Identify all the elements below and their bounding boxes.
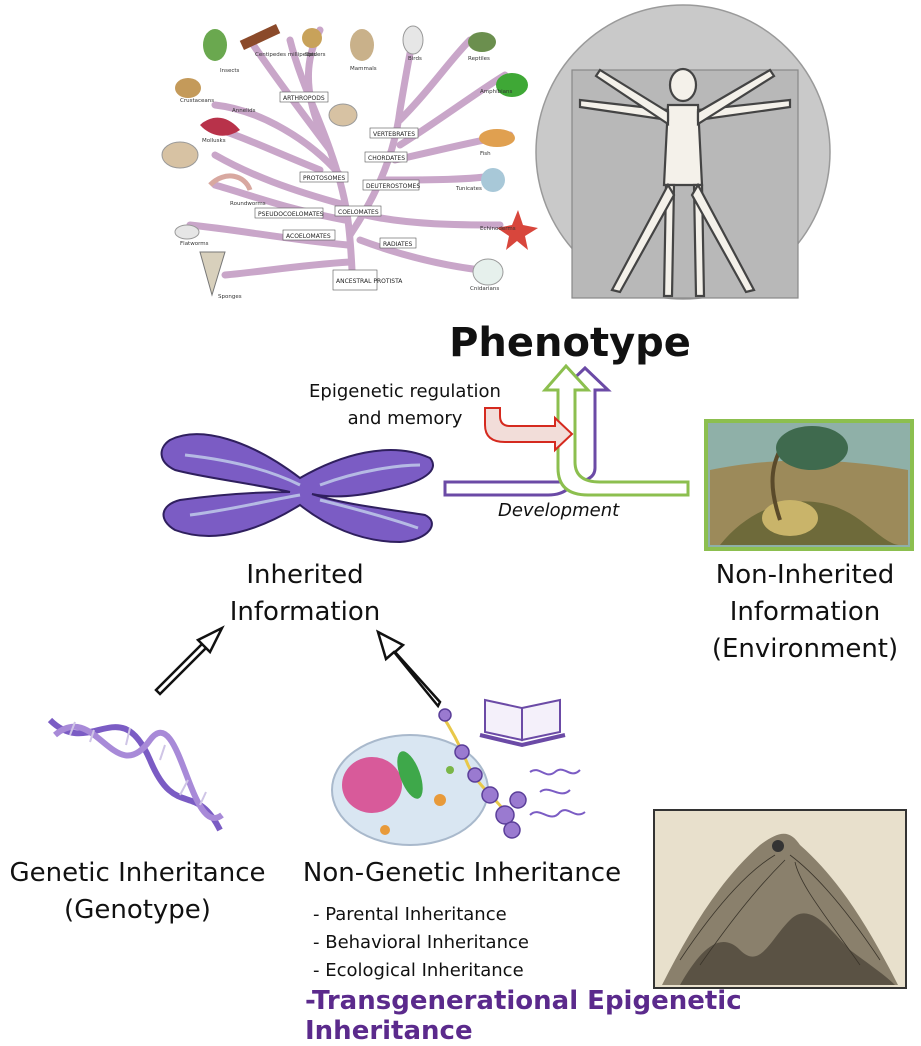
inherited-information-label: Inherited Information [195, 557, 415, 631]
organism-label: Amphibians [480, 89, 513, 95]
development-label: Development [498, 500, 620, 521]
noninherited-information-label: Non-Inherited Information (Environment) [690, 557, 920, 668]
list-item: - Ecological Inheritance [313, 960, 524, 981]
dna-helix-illustration [47, 717, 224, 832]
organism-label: Flatworms [180, 241, 209, 247]
clade-box-text: ACOELOMATES [286, 233, 331, 240]
noninherited-line-3: (Environment) [711, 634, 899, 664]
rna-squiggles-illustration [529, 768, 586, 818]
genetic-line-2: (Genotype) [64, 895, 211, 925]
epigenetic-landscape-engraving [653, 809, 907, 989]
chromatin-fiber-illustration [438, 708, 527, 839]
organism-label: Sponges [218, 294, 242, 300]
list-item: - Behavioral Inheritance [313, 932, 529, 953]
organism-label: Birds [408, 56, 422, 62]
vitruvian-man-illustration [535, 4, 831, 300]
organism-label: Insects [220, 68, 240, 74]
organism-label: Cnidarians [470, 286, 499, 292]
organism-label: Centipedes millipedes [255, 52, 316, 58]
genetic-line-1: Genetic Inheritance [9, 858, 266, 888]
organism-label: Spiders [305, 52, 326, 58]
clade-box-text: ARTHROPODS [283, 95, 325, 102]
organism-label: Mollusks [202, 138, 226, 144]
nongenetic-inheritance-heading: Non-Genetic Inheritance [302, 858, 622, 888]
clade-box-text: DEUTEROSTOMES [366, 183, 420, 190]
epigenetic-regulation-label: Epigenetic regulation and memory [280, 378, 530, 432]
organism-label: Reptiles [468, 56, 490, 62]
nongenetic-inheritance-list: - Parental Inheritance - Behavioral Inhe… [313, 901, 633, 985]
organism-label: Tunicates [455, 186, 482, 192]
noninherited-line-2: Information [729, 597, 881, 627]
inherited-line-2: Information [229, 597, 381, 627]
book-icon [479, 698, 566, 748]
clade-box-text: VERTEBRATES [373, 131, 415, 138]
clade-box-text: PROTOSOMES [303, 175, 345, 182]
transgenerational-epigenetic-inheritance-label: -Transgenerational Epigenetic Inheritanc… [305, 986, 742, 1046]
organism-label: Echinoderms [480, 226, 516, 232]
noninherited-line-1: Non-Inherited [715, 560, 895, 590]
organism-label: Roundworms [230, 201, 266, 207]
clade-box-text: RADIATES [383, 241, 413, 248]
epigenetic-line-1: Epigenetic regulation [309, 381, 501, 402]
development-arrows [443, 363, 690, 497]
clade-box-text: CHORDATES [368, 155, 405, 162]
genetic-inheritance-label: Genetic Inheritance (Genotype) [0, 855, 275, 929]
organism-label: Fish [480, 151, 491, 157]
organism-label: Annelids [232, 108, 256, 114]
clade-box-text: PSEUDOCOELOMATES [258, 211, 324, 218]
inherited-line-1: Inherited [246, 560, 364, 590]
organism-label: Crustaceans [180, 98, 214, 104]
phenotype-heading: Phenotype [449, 320, 691, 366]
genetic-to-inherited-arrow [154, 625, 225, 696]
chromosome-illustration [160, 433, 434, 544]
environment-painting [704, 419, 914, 551]
list-item: - Parental Inheritance [313, 904, 507, 925]
epigenetic-line-2: and memory [347, 408, 463, 429]
organism-label: Mammals [350, 66, 377, 72]
clade-box-text: COELOMATES [338, 209, 379, 216]
nongenetic-to-inherited-arrow [375, 629, 442, 709]
clade-box-text: ANCESTRAL PROTISTA [336, 278, 403, 285]
